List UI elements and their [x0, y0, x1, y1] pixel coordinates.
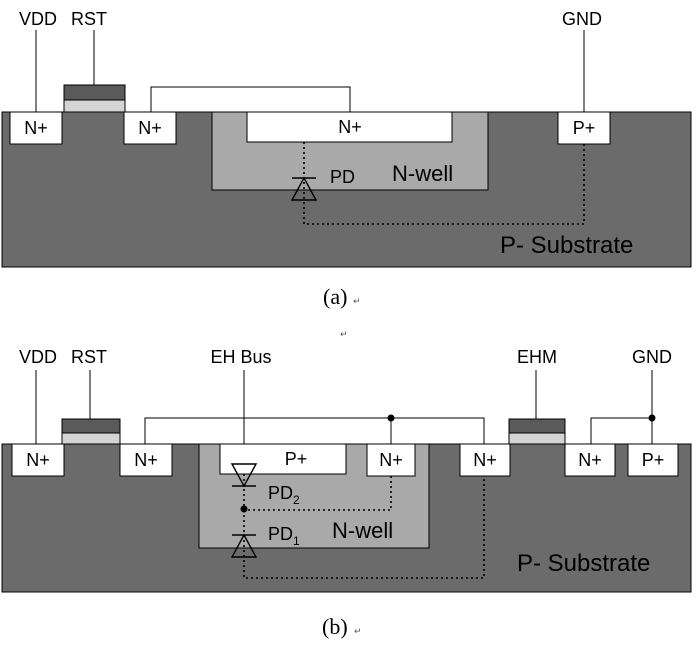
junction-dot-1-b [387, 414, 395, 422]
paragraph-mark-blank: ↵ [340, 330, 348, 340]
n-plus-left-label-a: N+ [24, 118, 48, 138]
pd-label-a: PD [330, 167, 355, 187]
n-plus-well-label-a: N+ [338, 117, 362, 137]
n-plus-connection-a [150, 86, 351, 112]
ehm-gate-b [508, 418, 566, 434]
caption-b: (b) [322, 614, 348, 639]
paragraph-mark-a: ↵ [353, 297, 361, 307]
p-plus-a [557, 111, 611, 145]
n-plus-well-label-b: N+ [379, 450, 403, 470]
pd1-label-b: PD1 [268, 524, 300, 548]
pd-junction-dot-b [240, 505, 248, 513]
pd-dotted-path-a [303, 142, 585, 225]
n-plus-2-b [119, 443, 173, 477]
eh-bus-label-b: EH Bus [210, 347, 271, 367]
vdd-label-a: VDD [19, 9, 57, 29]
n-well-label-a: N-well [392, 161, 453, 186]
pd1-diode-b [230, 533, 258, 558]
gnd-label-a: GND [562, 9, 602, 29]
n-plus-mid-a [123, 111, 177, 145]
pd2-dotted-path-b [243, 474, 392, 511]
n-plus-2-label-b: N+ [134, 450, 158, 470]
n-plus-1-label-b: N+ [26, 450, 50, 470]
rst-label-a: RST [71, 9, 107, 29]
pd2-diode-b [230, 463, 258, 488]
p-plus-b [627, 443, 679, 477]
p-substrate-label-b: P- Substrate [517, 550, 650, 577]
n-well-label-b: N-well [332, 518, 393, 543]
rst-gate-b [61, 418, 121, 434]
n-plus-mid-label-a: N+ [138, 118, 162, 138]
gnd-label-b: GND [632, 347, 672, 367]
n-plus-well-a [246, 111, 453, 143]
pd2-label-b: PD2 [268, 483, 300, 507]
figure-b: VDD RST EH Bus EHM GND N+ N+ P+ N+ N+ N+… [1, 347, 692, 639]
n-plus-connection-right-b [590, 417, 652, 444]
rst-gate-a [63, 84, 126, 101]
n-plus-4-b [564, 443, 616, 477]
n-plus-4-label-b: N+ [578, 450, 602, 470]
n-plus-3-b [459, 443, 511, 477]
vdd-label-b: VDD [19, 347, 57, 367]
rst-label-b: RST [71, 347, 107, 367]
ehm-label-b: EHM [517, 347, 557, 367]
rst-gate-oxide-a [63, 99, 126, 113]
p-plus-well-label-b: P+ [285, 449, 308, 469]
junction-dot-2-b [648, 414, 656, 422]
pd-diode-a [290, 176, 318, 201]
p-plus-label-a: P+ [573, 118, 596, 138]
p-plus-well-b [219, 443, 347, 475]
ehm-gate-oxide-b [508, 432, 566, 445]
rst-gate-oxide-b [61, 432, 121, 445]
n-plus-1-b [11, 443, 65, 477]
paragraph-mark-b: ↵ [354, 627, 362, 637]
figure-a: VDD RST GND N+ N+ N+ P+ PD N-well P- Sub… [1, 9, 692, 340]
n-plus-connection-left-b [144, 417, 485, 444]
p-plus-label-b: P+ [642, 450, 665, 470]
p-substrate-label-a: P- Substrate [500, 232, 633, 259]
n-plus-3-label-b: N+ [473, 450, 497, 470]
caption-a: (a) [323, 284, 347, 309]
